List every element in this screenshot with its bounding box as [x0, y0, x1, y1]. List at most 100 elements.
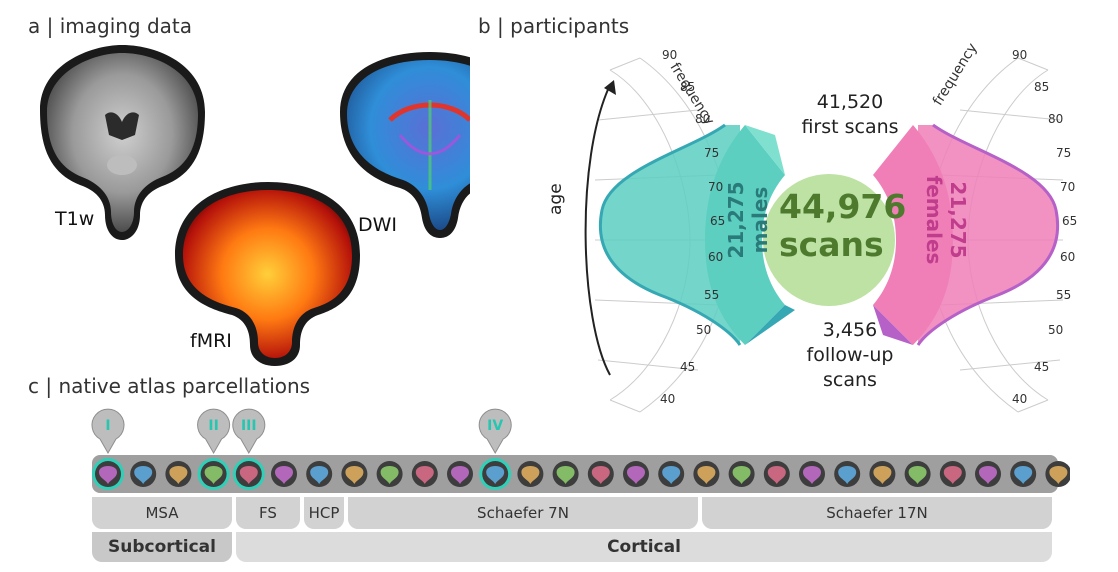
age-tick-right-50: 50: [1048, 323, 1064, 337]
age-tick-left-90: 90: [662, 48, 678, 62]
age-tick-left-80: 80: [695, 112, 711, 126]
total-scans: 44,976 scans: [779, 188, 906, 264]
total-scans-unit: scans: [779, 225, 884, 264]
age-axis-label: age: [546, 183, 566, 215]
male-band: [705, 125, 785, 345]
group-cortical: Cortical: [236, 532, 1052, 562]
atlas-brain-parcellation: [627, 466, 645, 484]
fmri-brain-image: [175, 182, 360, 366]
panel-a-title: a | imaging data: [28, 14, 193, 38]
atlas-marker-pin: [91, 408, 125, 455]
age-tick-left-50: 50: [696, 323, 712, 337]
atlas-brain-parcellation: [556, 466, 575, 484]
age-tick-right-55: 55: [1056, 288, 1072, 302]
age-tick-right-70: 70: [1060, 180, 1076, 194]
atlas-marker-label: I: [105, 418, 110, 434]
panel-b-title: b | participants: [478, 14, 630, 38]
total-scans-circle: [763, 174, 895, 306]
followup-scans-stat: 3,456 follow-up scans: [770, 318, 930, 393]
atlas-marker-pin: [197, 408, 231, 455]
first-scans-stat: 41,520 first scans: [770, 90, 930, 140]
males-label: 21,275 males: [724, 160, 772, 280]
panel-c-title: c | native atlas parcellations: [28, 374, 311, 398]
atlas-brain-parcellation: [99, 466, 117, 484]
females-text: females: [922, 175, 946, 265]
group-msa: MSA: [92, 497, 232, 529]
group-schaefer-7n: Schaefer 7N: [348, 497, 698, 529]
group-subcortical: Subcortical: [92, 532, 232, 562]
atlas-marker-label: II: [208, 418, 218, 434]
age-arrow-head: [604, 80, 616, 95]
dwi-label: DWI: [358, 214, 398, 236]
atlas-brain-parcellation: [521, 466, 540, 484]
age-tick-right-65: 65: [1062, 214, 1078, 228]
atlas-brain-parcellation: [486, 466, 505, 484]
atlas-brain-parcellation: [732, 466, 751, 484]
atlas-brain-parcellation: [697, 466, 716, 484]
followup-scans-value: 3,456: [822, 319, 878, 341]
atlas-brain-parcellation: [310, 466, 329, 484]
atlas-brain-parcellation: [943, 466, 962, 484]
atlas-brain-parcellation: [239, 466, 258, 484]
followup-scans-label2: scans: [823, 369, 877, 391]
age-tick-left-40: 40: [660, 392, 676, 406]
group-fs: FS: [236, 497, 300, 529]
atlas-brain-parcellation: [134, 466, 153, 484]
atlas-brain-parcellation: [204, 466, 223, 484]
female-distribution-outline: [916, 123, 1060, 346]
atlas-brain-parcellation: [1014, 466, 1033, 484]
dwi-brain-image: [340, 52, 470, 238]
group-hcp: HCP: [304, 497, 344, 529]
female-band: [873, 125, 953, 345]
age-arrow: [584, 84, 611, 376]
age-tick-left-65: 65: [710, 214, 726, 228]
atlas-brain-parcellation: [873, 466, 892, 484]
imaging-data-figure: [40, 45, 470, 366]
females-value: 21,275: [946, 181, 970, 259]
atlas-brain-parcellation: [169, 466, 188, 484]
age-tick-left-55: 55: [704, 288, 720, 302]
followup-scans-label1: follow-up: [806, 344, 894, 366]
atlas-brain-parcellation: [451, 466, 469, 484]
age-tick-left-60: 60: [708, 250, 724, 264]
atlas-marker-I: I: [91, 408, 125, 455]
male-band-dark: [745, 305, 795, 345]
age-tick-right-90: 90: [1012, 48, 1028, 62]
atlas-brain-parcellation: [591, 466, 610, 484]
atlas-brain-parcellation: [1049, 466, 1068, 484]
first-scans-value: 41,520: [816, 91, 884, 113]
age-tick-right-45: 45: [1034, 360, 1050, 374]
participants-diagram: [584, 57, 1064, 413]
male-band-followup: [745, 125, 785, 175]
atlas-brain-parcellation: [345, 466, 364, 484]
females-label: 21,275 females: [922, 160, 970, 280]
male-distribution: [600, 125, 740, 345]
group-schaefer-17n: Schaefer 17N: [702, 497, 1052, 529]
t1w-brain-image: [40, 45, 205, 240]
atlas-marker-label: IV: [487, 418, 503, 434]
t1w-label: T1w: [55, 208, 95, 230]
atlas-brain-parcellation: [662, 466, 681, 484]
female-distribution: [918, 125, 1058, 345]
atlas-marker-II: II: [197, 408, 231, 455]
first-scans-label: first scans: [801, 116, 899, 138]
male-distribution-outline: [598, 123, 742, 346]
age-tick-right-85: 85: [1034, 80, 1050, 94]
atlas-brain-parcellation: [838, 466, 857, 484]
female-band-followup: [873, 305, 913, 345]
atlas-brain-parcellation: [415, 466, 434, 484]
atlas-marker-III: III: [232, 408, 266, 455]
atlas-brain-parcellation: [979, 466, 997, 484]
age-tick-right-60: 60: [1060, 250, 1076, 264]
age-tick-right-40: 40: [1012, 392, 1028, 406]
age-tick-left-70: 70: [708, 180, 724, 194]
atlas-brain-parcellation: [275, 466, 293, 484]
atlas-brain-parcellation: [767, 466, 786, 484]
age-tick-right-75: 75: [1056, 146, 1072, 160]
atlas-marker-IV: IV: [478, 408, 512, 455]
fmri-label: fMRI: [190, 330, 232, 352]
males-text: males: [748, 186, 772, 254]
age-tick-right-80: 80: [1048, 112, 1064, 126]
